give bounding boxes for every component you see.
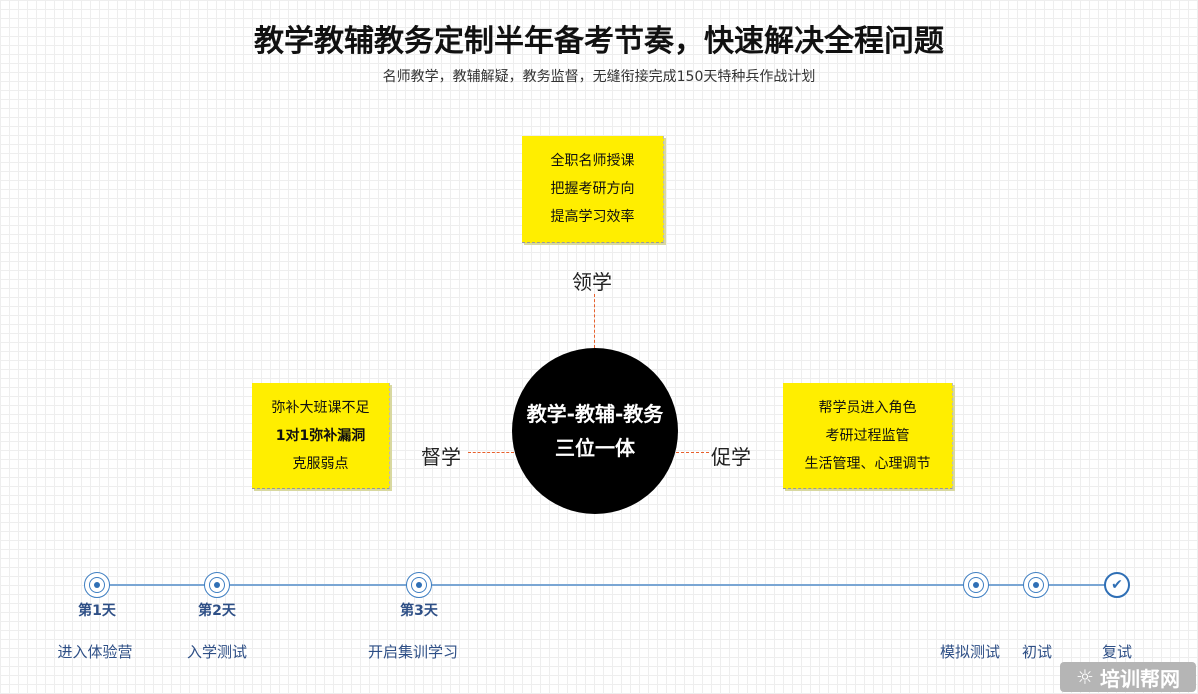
timeline-day: 第1天 <box>78 603 116 619</box>
watermark-text: 培训帮网 <box>1099 666 1180 691</box>
label-lead: 领学 <box>572 270 612 294</box>
timeline-step: 模拟测试 <box>939 643 1001 661</box>
box-line: 生活管理、心理调节 <box>804 455 931 472</box>
top-box: 全职名师授课 把握考研方向 提高学习效率 <box>522 136 664 243</box>
page-title: 教学教辅教务定制半年备考节奏，快速解决全程问题 <box>254 24 944 59</box>
timeline-node <box>1023 572 1049 598</box>
box-line: 弥补大班课不足 <box>271 399 370 416</box>
label-promote: 促学 <box>711 445 751 469</box>
timeline-node <box>963 572 989 598</box>
center-line: 教学-教辅-教务 <box>526 402 664 426</box>
sun-logo-icon: ☼ <box>1076 665 1094 689</box>
timeline-day: 第3天 <box>400 603 438 619</box>
left-box: 弥补大班课不足 1对1弥补漏洞 克服弱点 <box>252 383 390 489</box>
box-line: 提高学习效率 <box>550 209 635 225</box>
label-supervise: 督学 <box>421 445 461 469</box>
connector-left <box>468 452 514 453</box>
center-circle: 教学-教辅-教务 三位一体 <box>512 348 678 514</box>
right-box: 帮学员进入角色 考研过程监管 生活管理、心理调节 <box>783 383 953 489</box>
timeline-step: 初试 <box>1021 643 1053 661</box>
timeline-node <box>406 572 432 598</box>
timeline-node <box>204 572 230 598</box>
timeline-day: 第2天 <box>198 603 236 619</box>
box-line: 全职名师授课 <box>550 153 635 169</box>
timeline-step: 进入体验营 <box>57 643 133 661</box>
timeline-step: 开启集训学习 <box>367 643 459 661</box>
timeline-node <box>84 572 110 598</box>
page-subtitle: 名师教学，教辅解疑，教务监督，无缝衔接完成150天特种兵作战计划 <box>382 69 816 85</box>
box-line: 克服弱点 <box>292 455 349 472</box>
box-line: 考研过程监管 <box>825 427 910 444</box>
watermark: ☼ 培训帮网 <box>1060 662 1196 692</box>
timeline-step: 入学测试 <box>186 643 248 661</box>
box-line: 1对1弥补漏洞 <box>275 427 366 444</box>
box-line: 把握考研方向 <box>550 181 635 197</box>
timeline-step: 复试 <box>1101 643 1133 661</box>
center-line: 三位一体 <box>555 436 635 460</box>
box-line: 帮学员进入角色 <box>818 399 917 416</box>
timeline-line <box>97 584 1117 586</box>
check-icon: ✔ <box>1104 572 1130 598</box>
connector-top <box>594 294 595 348</box>
connector-right <box>676 452 709 453</box>
